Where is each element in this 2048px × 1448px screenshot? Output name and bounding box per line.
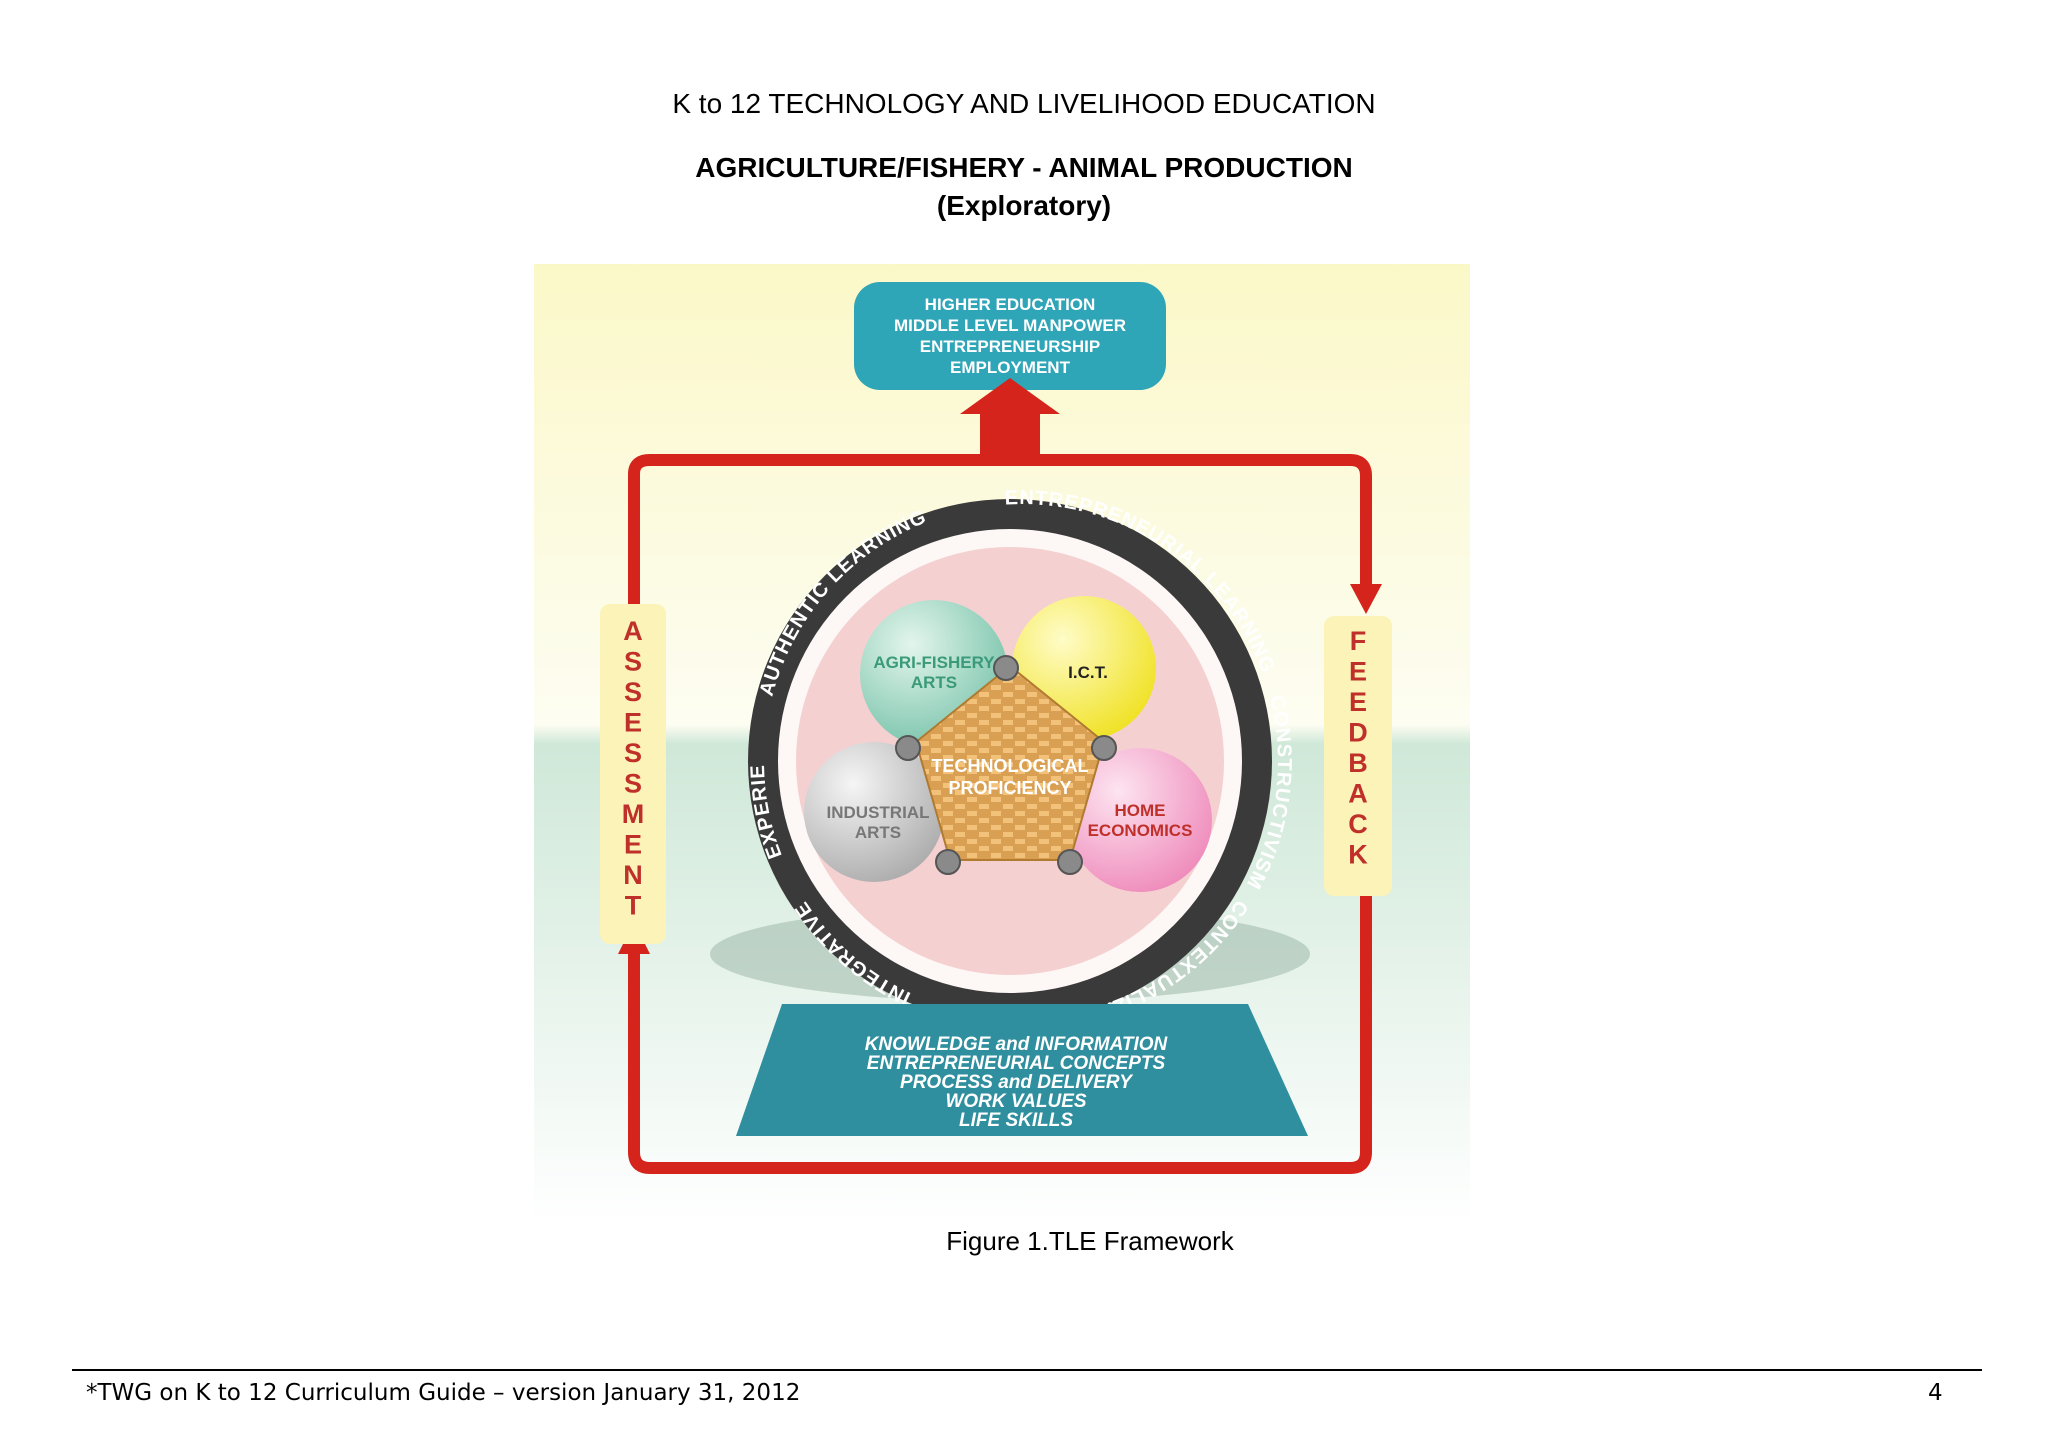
outcomes-box: HIGHER EDUCATION MIDDLE LEVEL MANPOWER E…: [854, 282, 1166, 390]
foundation-text: KNOWLEDGE and INFORMATION: [865, 1034, 1169, 1055]
connector-bolts: [895, 655, 1117, 875]
agri-label: ARTS: [911, 673, 957, 692]
page-number: 4: [1928, 1380, 1943, 1406]
industrial-arts-sphere: [804, 742, 944, 882]
home-economics-sphere: [1068, 748, 1212, 892]
technological-proficiency-pentagon: [914, 664, 1106, 861]
foundation-text: PROCESS and DELIVERY: [900, 1072, 1134, 1093]
foundation-text: LIFE SKILLS: [959, 1110, 1073, 1131]
home-label: ECONOMICS: [1088, 821, 1193, 840]
outcome-text: MIDDLE LEVEL MANPOWER: [894, 316, 1126, 335]
figure-caption: Figure 1.TLE Framework: [946, 1226, 1234, 1256]
assessment-box: [600, 604, 666, 944]
tle-framework-figure: HIGHER EDUCATION MIDDLE LEVEL MANPOWER E…: [534, 264, 1470, 1224]
foundation-text: WORK VALUES: [945, 1091, 1086, 1112]
document-title: K to 12 TECHNOLOGY AND LIVELIHOOD EDUCAT…: [672, 88, 1376, 119]
home-label: HOME: [1115, 801, 1166, 820]
feedback-box: [1324, 616, 1392, 896]
outcome-text: EMPLOYMENT: [950, 358, 1071, 377]
foundation-box: KNOWLEDGE and INFORMATION ENTREPRENEURIA…: [736, 1004, 1308, 1136]
industrial-label: ARTS: [855, 823, 901, 842]
industrial-label: INDUSTRIAL: [827, 803, 930, 822]
ict-label: I.C.T.: [1068, 663, 1108, 682]
up-arrow-icon: [960, 378, 1060, 460]
footer-text: *TWG on K to 12 Curriculum Guide – versi…: [86, 1380, 801, 1406]
center-label: TECHNOLOGICAL: [932, 756, 1089, 776]
foundation-text: ENTREPRENEURIAL CONCEPTS: [867, 1053, 1166, 1074]
down-arrow-icon: [1350, 584, 1382, 614]
outcome-text: ENTREPRENEURSHIP: [920, 337, 1100, 356]
document-subtitle: AGRICULTURE/FISHERY - ANIMAL PRODUCTION: [695, 152, 1353, 183]
footer-rule: [72, 1369, 1982, 1371]
outcome-text: HIGHER EDUCATION: [925, 295, 1096, 314]
center-label: PROFICIENCY: [948, 778, 1071, 798]
document-subtitle-exploratory: (Exploratory): [936, 190, 1112, 221]
agri-label: AGRI-FISHERY: [873, 653, 995, 672]
